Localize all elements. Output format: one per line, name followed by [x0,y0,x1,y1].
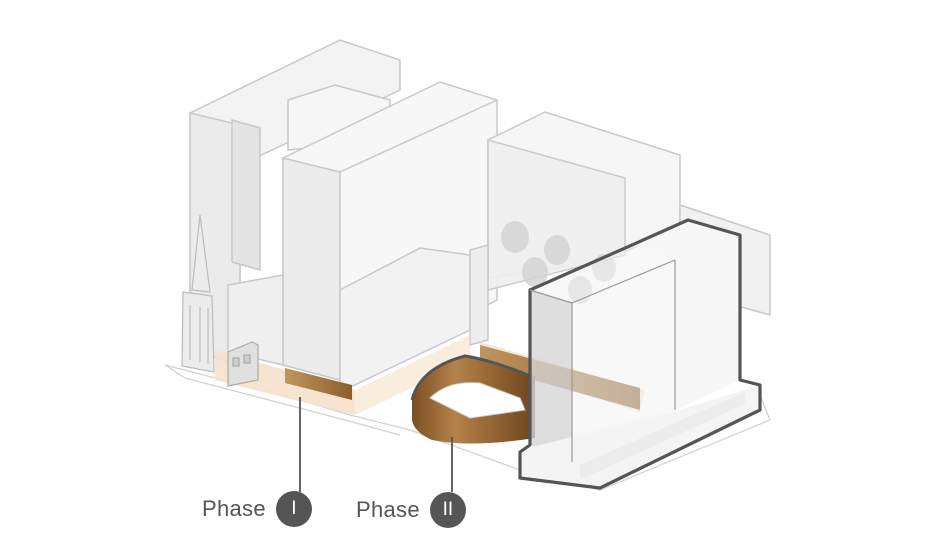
phase2-label-text: Phase [356,497,420,522]
phase2-badge: II [429,492,466,528]
phase1-badge: I [275,491,312,527]
right-back-tower [469,111,771,346]
phase2-tower [518,218,762,490]
phase1-label: Phase I [202,491,312,527]
church-spire [181,214,215,373]
timber-pavilion [410,354,536,444]
phase1-label-text: Phase [202,496,266,521]
left-podium [227,274,284,366]
phase1-timber-bar [285,368,352,400]
historic-facade [227,341,259,387]
phase2-label: Phase II [356,492,466,528]
